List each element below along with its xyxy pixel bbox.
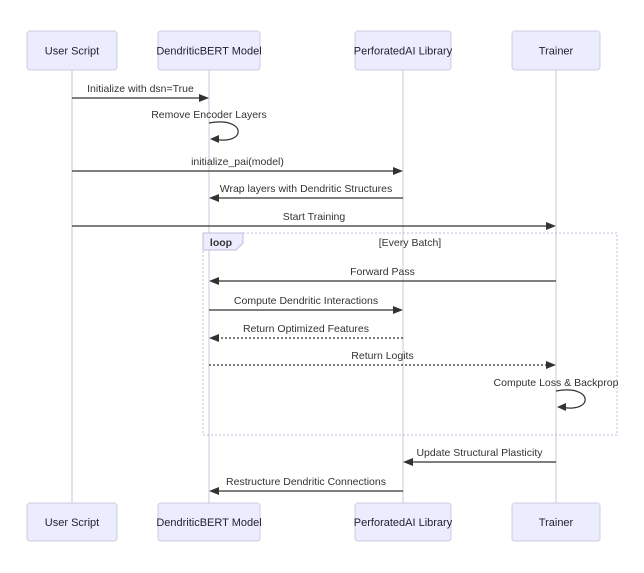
self-message-arrow — [555, 389, 586, 409]
message-label-wrap-layers-with-dendritic-structures: Wrap layers with Dendritic Structures — [220, 183, 393, 195]
actor-box-bottom-perforatedai-library — [354, 502, 452, 542]
loop-condition: [Every Batch] — [379, 237, 442, 249]
self-message-label-remove-encoder-layers: Remove Encoder Layers — [151, 109, 267, 121]
actor-label-top-trainer: Trainer — [539, 46, 574, 58]
message-arrowhead — [199, 94, 209, 102]
actor-box-top-perforatedai-library — [354, 30, 452, 71]
actor-box-top-user-script — [26, 30, 118, 71]
message-label-initialize-pai-model: initialize_pai(model) — [191, 156, 284, 168]
actor-box-top-dendriticbert-model — [157, 30, 261, 71]
message-arrowhead — [546, 361, 556, 369]
actor-label-top-user-script: User Script — [45, 46, 99, 58]
message-arrowhead — [209, 334, 219, 342]
loop-label: loop — [210, 237, 232, 249]
self-message-arrow — [208, 121, 239, 141]
actor-box-bottom-dendriticbert-model — [157, 502, 261, 542]
self-message-arrowhead — [210, 135, 219, 143]
loop-label-tag — [202, 232, 244, 251]
actor-label-bottom-perforatedai-library: PerforatedAI Library — [354, 517, 453, 529]
actor-label-bottom-trainer: Trainer — [539, 517, 574, 529]
message-label-start-training: Start Training — [283, 211, 346, 223]
message-label-compute-dendritic-interactions: Compute Dendritic Interactions — [234, 295, 378, 307]
message-label-return-logits: Return Logits — [351, 350, 413, 362]
actor-label-top-perforatedai-library: PerforatedAI Library — [354, 46, 453, 58]
message-arrowhead — [393, 167, 403, 175]
actor-box-bottom-user-script — [26, 502, 118, 542]
self-message-label-compute-loss-backprop: Compute Loss & Backprop — [494, 377, 619, 389]
actor-label-bottom-dendriticbert-model: DendriticBERT Model — [156, 517, 261, 529]
actor-box-bottom-trainer — [511, 502, 601, 542]
message-label-initialize-with-dsn-true: Initialize with dsn=True — [87, 83, 194, 95]
message-arrowhead — [209, 487, 219, 495]
message-arrowhead — [403, 458, 413, 466]
message-label-forward-pass: Forward Pass — [350, 266, 415, 278]
message-arrowhead — [546, 222, 556, 230]
self-message-arrowhead — [557, 403, 566, 411]
message-label-restructure-dendritic-connections: Restructure Dendritic Connections — [226, 476, 386, 488]
actor-label-bottom-user-script: User Script — [45, 517, 99, 529]
message-label-update-structural-plasticity: Update Structural Plasticity — [416, 447, 543, 459]
message-arrowhead — [209, 277, 219, 285]
actor-box-top-trainer — [511, 30, 601, 71]
message-arrowhead — [393, 306, 403, 314]
message-label-return-optimized-features: Return Optimized Features — [243, 323, 369, 335]
actor-label-top-dendriticbert-model: DendriticBERT Model — [156, 46, 261, 58]
message-arrowhead — [209, 194, 219, 202]
